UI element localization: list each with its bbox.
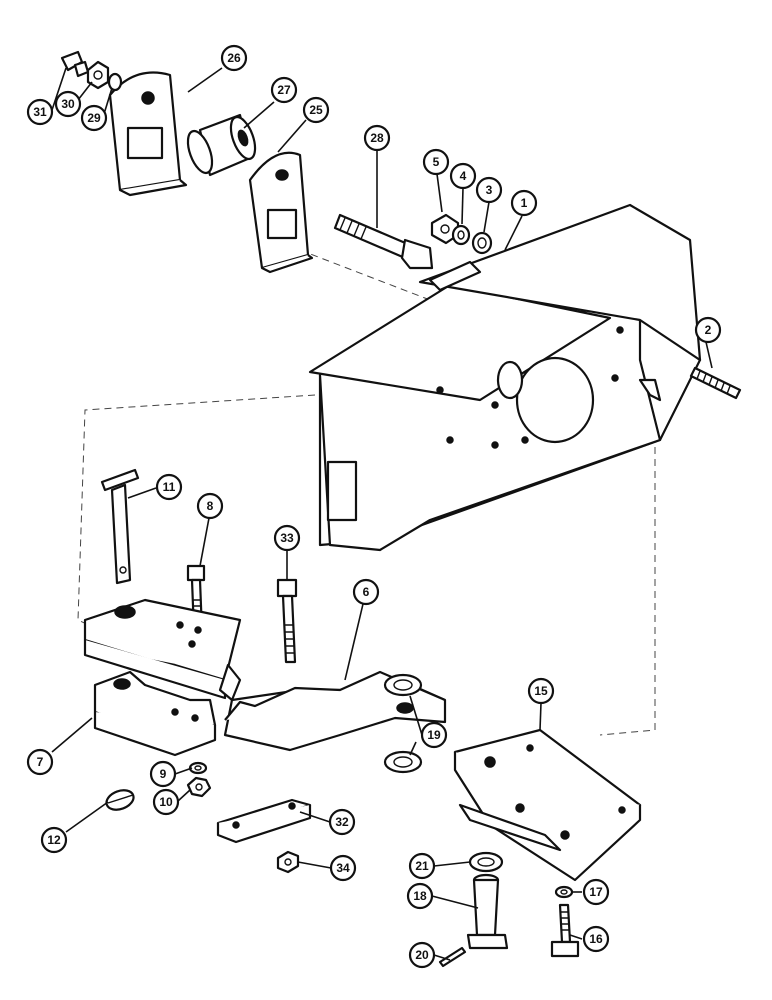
pin-part-18 [466, 873, 509, 950]
lockwasher-part-17 [554, 885, 574, 899]
svg-text:34: 34 [336, 861, 350, 875]
drawbar-part-6 [83, 598, 447, 752]
washer-part-19-upper [383, 673, 423, 697]
nut-part-10 [186, 776, 212, 798]
callout-11: 11 [155, 473, 183, 501]
svg-text:17: 17 [589, 885, 603, 899]
callout-4: 4 [449, 162, 477, 190]
callout-9: 9 [149, 760, 177, 788]
cotter-pin-part-20 [438, 946, 467, 968]
svg-text:12: 12 [47, 833, 61, 847]
svg-text:33: 33 [280, 531, 294, 545]
plate-part-25 [248, 151, 314, 274]
svg-text:9: 9 [160, 767, 167, 781]
callout-29: 29 [80, 104, 108, 132]
lockwasher-part-9 [188, 761, 208, 775]
callout-25: 25 [302, 96, 330, 124]
stud-part-2 [689, 366, 742, 400]
svg-text:27: 27 [277, 83, 291, 97]
callout-2: 2 [694, 316, 722, 344]
svg-text:6: 6 [363, 585, 370, 599]
callout-16: 16 [582, 925, 610, 953]
svg-text:28: 28 [370, 131, 384, 145]
svg-text:2: 2 [705, 323, 712, 337]
callout-26: 26 [220, 44, 248, 72]
washer-part-4 [451, 224, 471, 246]
nut-part-34 [276, 850, 300, 874]
svg-text:20: 20 [415, 948, 429, 962]
svg-text:30: 30 [61, 97, 75, 111]
svg-text:29: 29 [87, 111, 101, 125]
callout-27: 27 [270, 76, 298, 104]
clip-part-12 [105, 789, 135, 811]
callout-10: 10 [152, 788, 180, 816]
callout-17: 17 [582, 878, 610, 906]
callout-31: 31 [26, 98, 54, 126]
svg-text:26: 26 [227, 51, 241, 65]
bolt-part-33 [276, 578, 298, 664]
clevis-part-7 [93, 670, 217, 757]
screw-part-31 [60, 50, 90, 78]
washer-part-21 [468, 851, 504, 873]
hitch-pin-part-11 [100, 468, 140, 585]
callout-12: 12 [40, 826, 68, 854]
callout-32: 32 [328, 808, 356, 836]
svg-text:25: 25 [309, 103, 323, 117]
callout-15: 15 [527, 677, 555, 705]
svg-text:19: 19 [427, 728, 441, 742]
callout-5: 5 [422, 148, 450, 176]
nut-part-30 [86, 60, 110, 90]
spacer-part-3 [471, 231, 493, 255]
svg-text:21: 21 [415, 859, 429, 873]
svg-text:32: 32 [335, 815, 349, 829]
svg-text:16: 16 [589, 932, 603, 946]
svg-text:8: 8 [207, 499, 214, 513]
washer-part-19-lower [383, 750, 423, 774]
housing-bolt-holes [436, 326, 624, 449]
plate-part-26 [108, 71, 188, 197]
callout-20: 20 [408, 941, 436, 969]
svg-text:31: 31 [33, 105, 47, 119]
callout-18: 18 [406, 882, 434, 910]
leader-lines [51, 67, 713, 961]
svg-text:5: 5 [433, 155, 440, 169]
bolt-part-16 [550, 903, 580, 958]
callout-8: 8 [196, 492, 224, 520]
callout-21: 21 [408, 852, 436, 880]
svg-text:4: 4 [460, 169, 467, 183]
callout-6: 6 [352, 578, 380, 606]
bolt-part-28 [333, 213, 434, 270]
svg-text:7: 7 [37, 755, 44, 769]
svg-text:15: 15 [534, 684, 548, 698]
bushing-part-27 [186, 113, 257, 177]
lockwasher-part-29 [107, 72, 123, 92]
plate-part-32 [216, 798, 312, 844]
callout-3: 3 [475, 176, 503, 204]
svg-text:18: 18 [413, 889, 427, 903]
svg-text:3: 3 [486, 183, 493, 197]
support-housing-part-1 [308, 203, 702, 552]
callout-33: 33 [273, 524, 301, 552]
svg-text:10: 10 [159, 795, 173, 809]
svg-text:11: 11 [163, 480, 176, 494]
svg-text:1: 1 [521, 196, 528, 210]
callout-34: 34 [329, 854, 357, 882]
callout-28: 28 [363, 124, 391, 152]
hitch-plate-part-15 [453, 728, 642, 882]
callout-7: 7 [26, 748, 54, 776]
callout-19: 19 [420, 721, 448, 749]
callout-30: 30 [54, 90, 82, 118]
callout-1: 1 [510, 189, 538, 217]
